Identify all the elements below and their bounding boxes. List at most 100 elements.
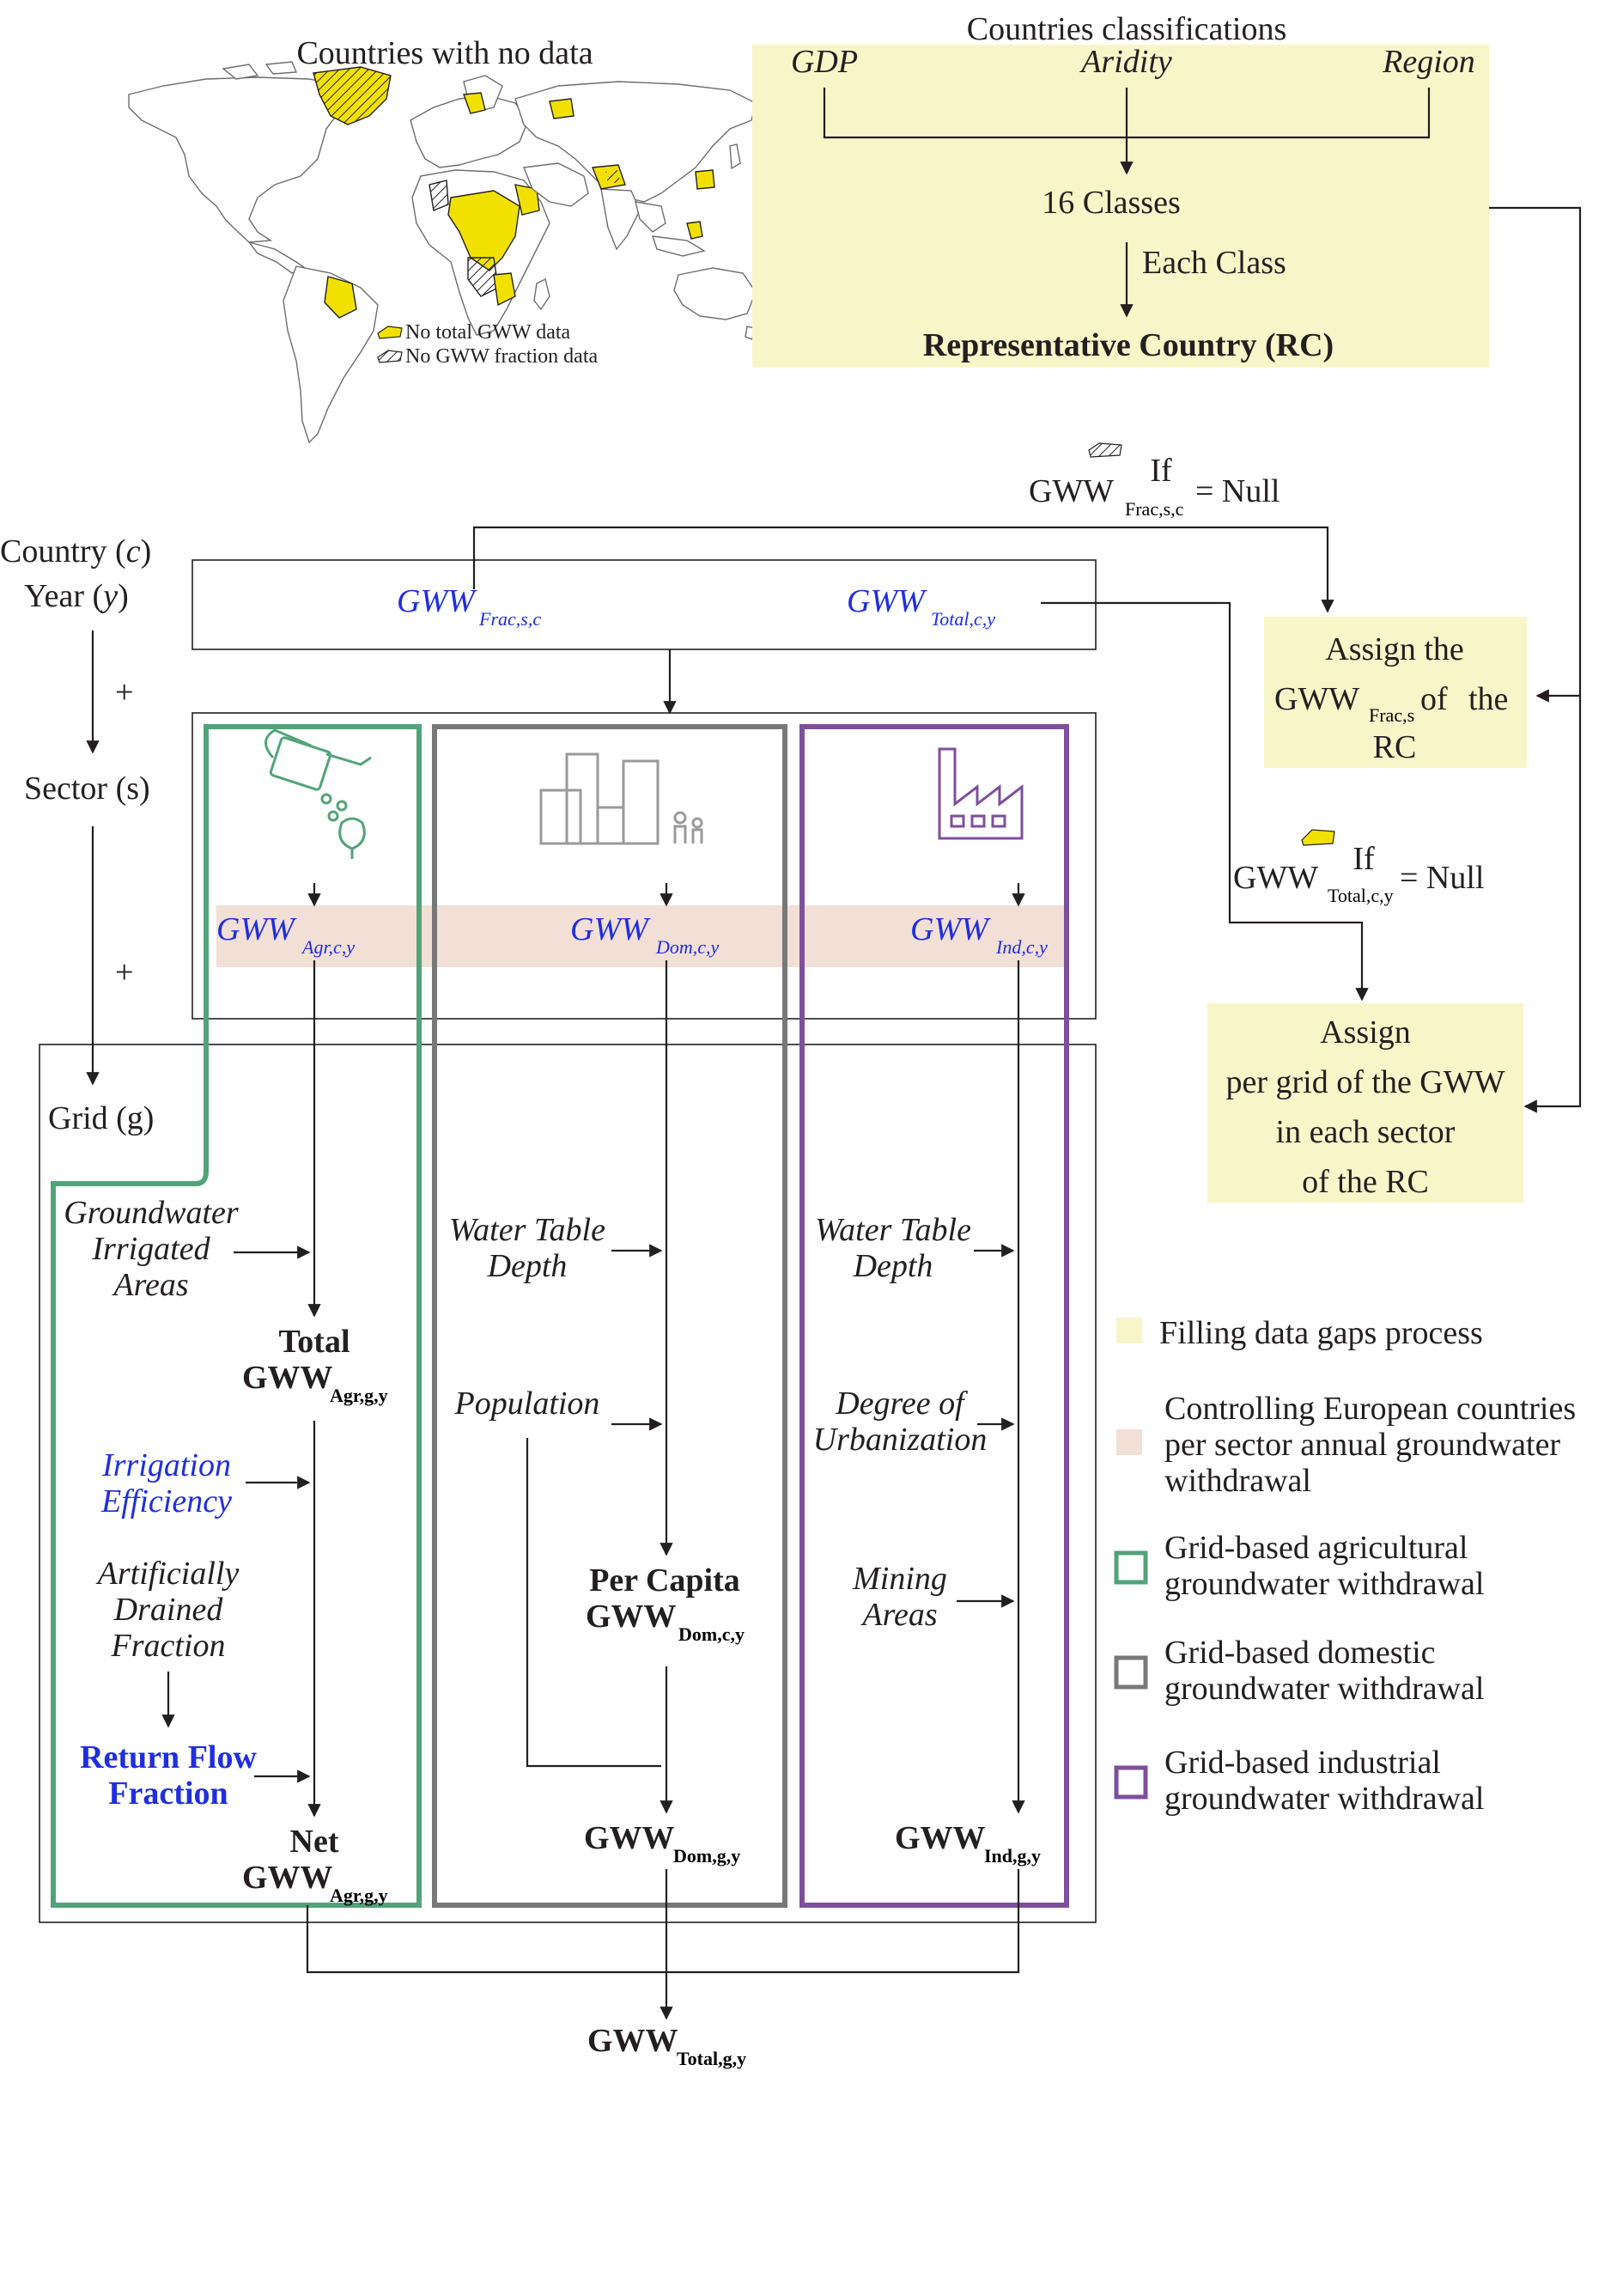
svg-text:RC: RC	[1373, 729, 1417, 765]
svg-text:GWW: GWW	[1274, 681, 1359, 717]
svg-text:Sector (s): Sector (s)	[24, 770, 150, 807]
svg-text:Irrigated: Irrigated	[91, 1231, 210, 1267]
svg-text:Mining: Mining	[852, 1561, 947, 1597]
svg-text:Total,g,y: Total,g,y	[677, 2048, 746, 2069]
svg-text:Fraction: Fraction	[111, 1628, 226, 1664]
classes-label: 16 Classes	[1042, 185, 1181, 221]
svg-text:per sector annual groundwater: per sector annual groundwater	[1164, 1427, 1560, 1463]
sector-level-box	[191, 712, 1097, 1020]
svg-text:Ind,c,y: Ind,c,y	[995, 936, 1048, 958]
each-class-label: Each Class	[1142, 245, 1286, 281]
svg-text:Filling data gaps process: Filling data gaps process	[1159, 1315, 1483, 1351]
svg-text:groundwater withdrawal: groundwater withdrawal	[1164, 1781, 1485, 1817]
svg-text:Ind,g,y: Ind,g,y	[984, 1845, 1041, 1867]
hatch-swatch-icon	[1088, 442, 1122, 458]
control-band	[216, 905, 1065, 967]
svg-text:Total,c,y: Total,c,y	[931, 608, 995, 630]
national-gww-total: GWW Total,c,y	[847, 583, 995, 630]
legend-ind-swatch	[1114, 1765, 1148, 1800]
svg-text:of: of	[1420, 681, 1448, 717]
svg-text:Dom,g,y: Dom,g,y	[673, 1845, 740, 1867]
svg-text:= Null: = Null	[1195, 473, 1280, 509]
svg-text:Frac,s,c: Frac,s,c	[478, 608, 541, 630]
grid-level-box	[39, 1044, 1097, 1923]
water-table-depth-dom: Water Table Depth	[449, 1212, 605, 1284]
legend-dom-swatch	[1114, 1655, 1148, 1690]
gww-total-grid: GWW Total,g,y	[587, 2023, 746, 2069]
svg-text:Frac,s,c: Frac,s,c	[1125, 498, 1184, 520]
population-label: Population	[454, 1386, 600, 1422]
industrial-sector-outline	[799, 724, 1069, 1908]
svg-text:Assign the: Assign the	[1325, 631, 1464, 667]
legend-control-swatch	[1116, 1429, 1142, 1455]
assign-grid-box: Assign per grid of the GWW in each secto…	[1207, 1003, 1523, 1203]
national-gww-frac: GWW Frac,s,c	[397, 583, 541, 630]
svg-text:If: If	[1352, 841, 1375, 877]
per-capita-gww-dom: Per Capita GWW Dom,c,y	[586, 1562, 745, 1645]
if-frac-null-condition: If GWW Frac,s,c = Null	[1029, 442, 1280, 520]
svg-text:groundwater withdrawal: groundwater withdrawal	[1164, 1566, 1485, 1602]
svg-text:= Null: = Null	[1400, 860, 1485, 896]
svg-text:GWW: GWW	[847, 583, 927, 619]
svg-text:Irrigation: Irrigation	[101, 1447, 231, 1483]
svg-text:GWW: GWW	[1029, 473, 1114, 509]
gww-ind-grid: GWW Ind,g,y	[895, 1820, 1041, 1867]
svg-text:Grid-based agricultural: Grid-based agricultural	[1164, 1530, 1468, 1566]
domestic-sector-outline	[432, 724, 787, 1908]
svg-text:Areas: Areas	[860, 1597, 937, 1633]
svg-text:Areas: Areas	[111, 1267, 188, 1303]
svg-text:Grid-based industrial: Grid-based industrial	[1164, 1745, 1441, 1781]
svg-text:the: the	[1468, 681, 1508, 717]
svg-text:Per Capita: Per Capita	[589, 1562, 740, 1599]
svg-text:Depth: Depth	[853, 1248, 933, 1284]
groundwater-irrigated-areas: Groundwater Irrigated Areas	[64, 1195, 239, 1303]
svg-text:Frac,s: Frac,s	[1369, 704, 1414, 726]
svg-text:Artificially: Artificially	[95, 1556, 240, 1592]
irrigation-efficiency: Irrigation Efficiency	[100, 1447, 232, 1520]
svg-text:Water Table: Water Table	[449, 1212, 605, 1248]
water-table-depth-ind: Water Table Depth	[815, 1212, 971, 1284]
legend: Filling data gaps process Controlling Eu…	[1114, 1315, 1576, 1817]
svg-text:Grid-based domestic: Grid-based domestic	[1164, 1635, 1436, 1671]
svg-text:Fraction: Fraction	[108, 1775, 228, 1812]
svg-text:withdrawal: withdrawal	[1164, 1463, 1311, 1499]
artificially-drained-fraction: Artificially Drained Fraction	[95, 1556, 240, 1664]
return-flow-fraction: Return Flow Fraction	[80, 1739, 257, 1812]
svg-text:Total: Total	[278, 1324, 350, 1360]
if-total-null-condition: If GWW Total,c,y = Null	[1233, 829, 1485, 906]
watering-can-icon	[264, 728, 372, 859]
aridity-label: Aridity	[1079, 44, 1172, 80]
svg-text:No GWW fraction data: No GWW fraction data	[405, 345, 598, 368]
world-map: Countries with no data	[128, 35, 757, 444]
svg-text:Total,c,y: Total,c,y	[1328, 885, 1394, 906]
classification-box: Countries classifications GDP Aridity Re…	[752, 11, 1489, 368]
svg-text:Country (c): Country (c)	[0, 533, 151, 569]
svg-text:Return Flow: Return Flow	[80, 1739, 257, 1775]
svg-text:+: +	[115, 674, 133, 710]
svg-text:Controlling European countries: Controlling European countries	[1164, 1391, 1576, 1427]
svg-text:Depth: Depth	[487, 1248, 568, 1284]
svg-text:GWW: GWW	[397, 583, 477, 619]
map-legend: No total GWW data No GWW fraction data	[377, 321, 598, 368]
svg-text:Year (y): Year (y)	[24, 578, 129, 614]
city-buildings-icon	[539, 752, 703, 845]
svg-text:Net: Net	[290, 1824, 339, 1860]
svg-text:Urbanization: Urbanization	[813, 1422, 988, 1458]
mining-areas: Mining Areas	[852, 1561, 947, 1633]
hatch-swatch-icon	[377, 350, 403, 363]
gdp-label: GDP	[791, 44, 858, 80]
svg-text:GWW: GWW	[570, 911, 651, 947]
legend-fill-swatch	[1116, 1318, 1142, 1343]
svg-text:Agr,g,y: Agr,g,y	[330, 1385, 388, 1406]
svg-text:No total GWW data: No total GWW data	[405, 321, 571, 344]
svg-text:GWW: GWW	[895, 1820, 986, 1856]
svg-text:groundwater withdrawal: groundwater withdrawal	[1164, 1671, 1485, 1707]
svg-text:GWW: GWW	[242, 1360, 333, 1396]
svg-text:GWW: GWW	[586, 1599, 677, 1635]
svg-text:Efficiency: Efficiency	[100, 1483, 232, 1520]
svg-text:Assign: Assign	[1320, 1014, 1411, 1051]
svg-text:GWW: GWW	[1233, 860, 1318, 896]
svg-text:GWW: GWW	[216, 911, 297, 947]
region-label: Region	[1382, 44, 1475, 80]
svg-text:in each sector: in each sector	[1276, 1114, 1456, 1150]
